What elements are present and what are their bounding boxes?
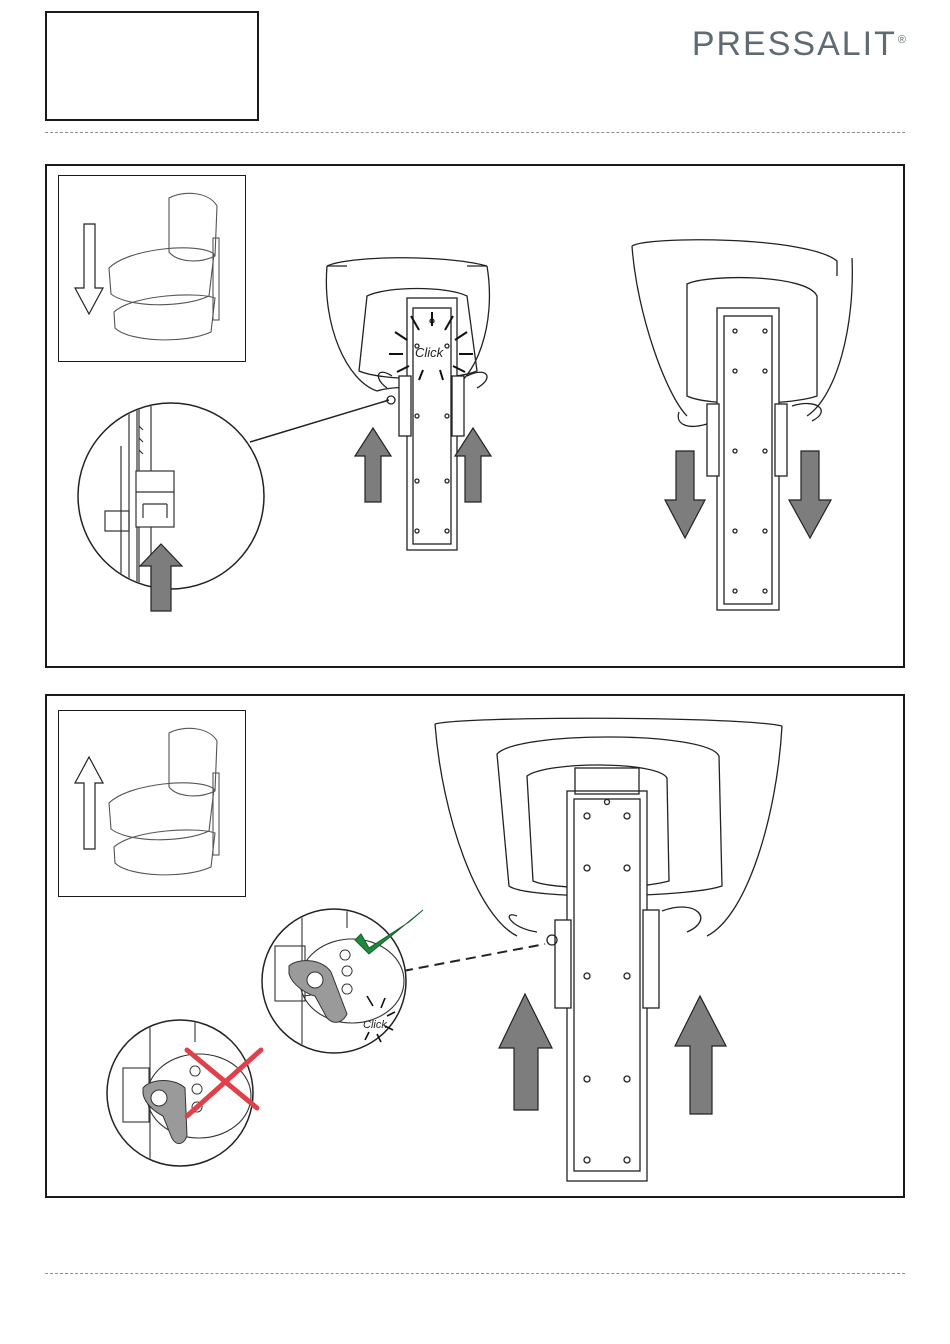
seat-raise-drawing [435, 718, 782, 1181]
down-arrow-right-icon [789, 451, 831, 538]
up-arrow-right-icon [455, 428, 491, 502]
up-arrow-icon [75, 757, 103, 849]
label-box [45, 11, 259, 121]
click-label-1: Click [415, 345, 445, 360]
zoom-wrong-latch [107, 1020, 261, 1166]
seat-lowering-drawing [632, 240, 852, 610]
zoom-detail-lock [78, 400, 389, 611]
seat-underside-drawing [326, 258, 489, 550]
click-label-2: Click [363, 1019, 387, 1031]
zoom-leader-dashed [403, 944, 545, 971]
brand-logo: PRESSALIT® [692, 25, 906, 64]
top-divider [45, 132, 905, 133]
brand-mark: ® [898, 34, 906, 46]
thumb-seat-raising [58, 710, 246, 897]
seat-thumbnail [109, 193, 219, 340]
panel-lower-step: Click [45, 164, 905, 668]
up-arrow-right-icon-2 [675, 996, 726, 1114]
panel-raise-step: Click [45, 694, 905, 1198]
bottom-divider [45, 1273, 905, 1274]
up-arrow-left-icon-2 [499, 994, 552, 1110]
seat-thumbnail-2 [109, 728, 219, 875]
up-arrow-left-icon [355, 428, 391, 502]
down-arrow-icon [75, 224, 103, 314]
zoom-correct-latch: Click [262, 908, 423, 1056]
brand-name: PRESSALIT [692, 25, 897, 63]
thumb-seat-lowering [58, 175, 246, 362]
down-arrow-left-icon [665, 451, 705, 538]
